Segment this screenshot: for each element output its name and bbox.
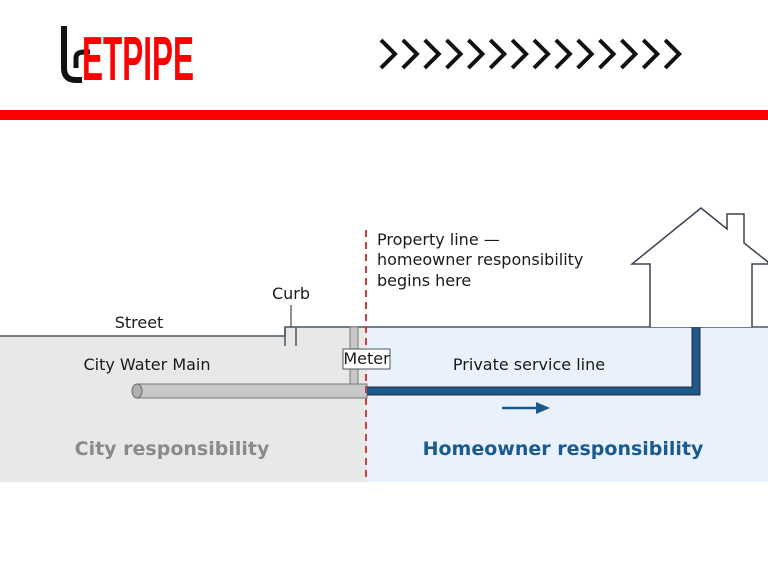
- property-line-label-2: homeowner responsibility: [377, 250, 583, 269]
- chevron-right-icon: [401, 38, 420, 70]
- chevron-right-icon: [445, 38, 464, 70]
- pipe-end-cap: [131, 383, 143, 399]
- flow-arrow-icon: [502, 402, 550, 414]
- chevron-right-icon: [554, 38, 573, 70]
- chevron-right-icon: [641, 38, 661, 70]
- chevron-row: [379, 38, 682, 70]
- logo-text: ETPIPE: [82, 25, 194, 86]
- chevron-right-icon: [423, 38, 442, 70]
- house-icon: [629, 207, 768, 327]
- chevron-right-icon: [576, 38, 595, 70]
- city-responsibility-label: City responsibility: [75, 438, 270, 460]
- logo-pipe-icon: [61, 26, 90, 83]
- property-line-label-1: Property line —: [377, 230, 500, 249]
- city-water-main-pipe: [136, 383, 368, 399]
- property-line-label-3: begins here: [377, 271, 471, 290]
- homeowner-zone: [367, 327, 768, 482]
- city-water-main-label: City Water Main: [83, 355, 210, 374]
- street-label: Street: [115, 313, 164, 332]
- meter-box: [342, 348, 391, 370]
- chevron-right-icon: [532, 38, 551, 70]
- curb-label: Curb: [272, 284, 310, 303]
- header: ETPIPE: [0, 0, 768, 110]
- chevron-right-icon: [620, 38, 639, 70]
- chevron-right-icon: [663, 38, 682, 70]
- chevron-right-icon: [510, 38, 529, 70]
- private-service-line-label: Private service line: [453, 355, 605, 374]
- logo: ETPIPE: [61, 25, 194, 86]
- chevron-right-icon: [488, 38, 508, 70]
- header-divider-band: [0, 110, 768, 120]
- meter-label: Meter: [343, 349, 390, 368]
- city-zone: [0, 327, 367, 482]
- chevron-right-icon: [379, 38, 398, 70]
- chevron-right-icon: [598, 38, 617, 70]
- homeowner-responsibility-label: Homeowner responsibility: [423, 438, 704, 460]
- chevron-right-icon: [467, 38, 486, 70]
